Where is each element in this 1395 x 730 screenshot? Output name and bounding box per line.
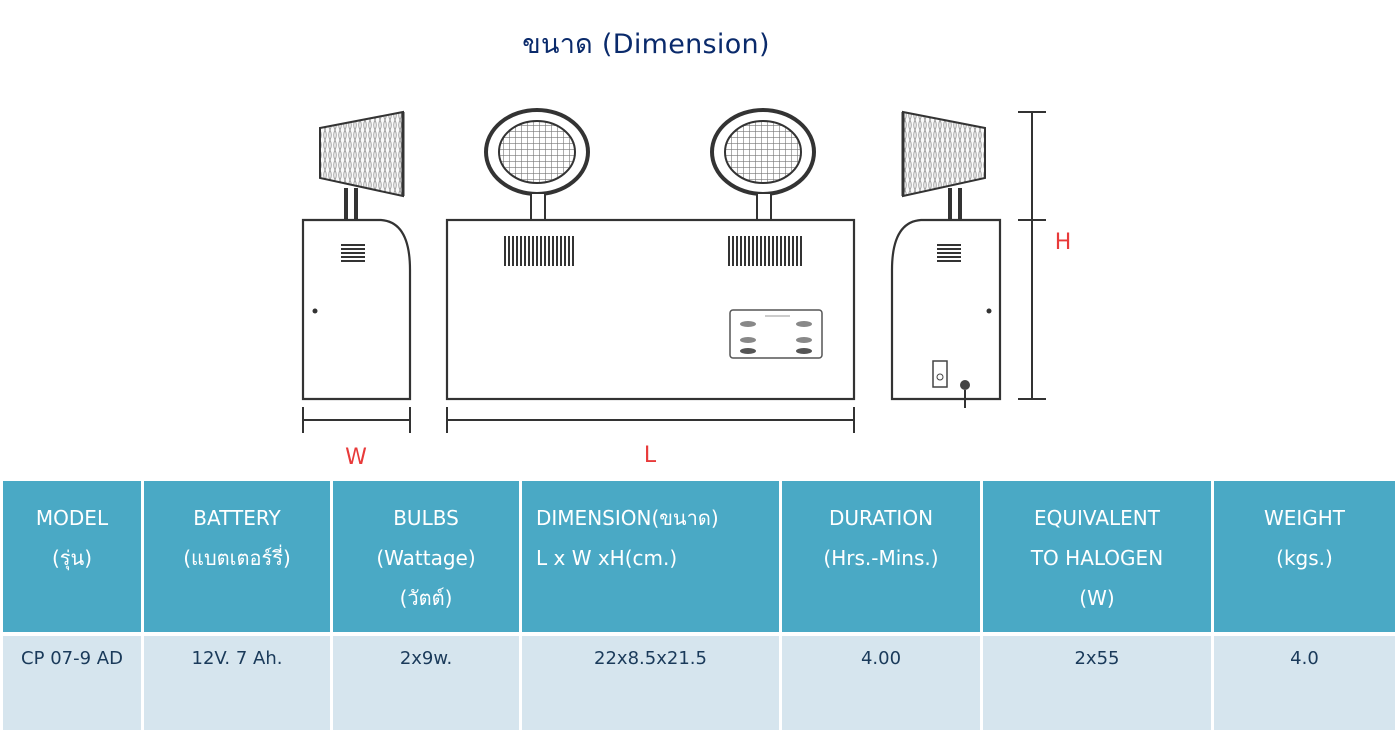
- lamp-head-right-side: [902, 110, 986, 198]
- header-duration: DURATION (Hrs.-Mins.): [782, 481, 980, 632]
- dimension-label-w: W: [345, 445, 367, 470]
- cell-model: CP 07-9 AD: [3, 636, 141, 730]
- cell-bulbs: 2x9w.: [333, 636, 519, 730]
- cell-equivalent-halogen: 2x55: [983, 636, 1211, 730]
- header-model: MODEL (รุ่น): [3, 481, 141, 632]
- cell-dimension: 22x8.5x21.5: [522, 636, 779, 730]
- spec-table: MODEL (รุ่น) BATTERY (แบตเตอร์รี่) BULBS…: [0, 481, 1395, 730]
- header-dimension: DIMENSION(ขนาด) L x W xH(cm.): [522, 481, 779, 632]
- housing-right-side: [890, 218, 1002, 401]
- dimension-h: [1018, 111, 1046, 400]
- control-panel: [729, 309, 823, 359]
- dimension-label-l: L: [644, 443, 657, 468]
- header-equivalent-halogen: EQUIVALENT TO HALOGEN (W): [983, 481, 1211, 632]
- dimension-label-h: H: [1055, 230, 1072, 255]
- product-dimension-diagram: W L H: [301, 108, 1072, 470]
- lamp-head-left-side: [319, 110, 404, 198]
- cell-weight: 4.0: [1214, 636, 1395, 730]
- lamp-head-front-right: [710, 108, 816, 221]
- cell-battery: 12V. 7 Ah.: [144, 636, 330, 730]
- page-title: ขนาด (Dimension): [522, 29, 770, 60]
- header-battery: BATTERY (แบตเตอร์รี่): [144, 481, 330, 632]
- housing-left-side: [301, 218, 412, 401]
- side-view-left: [301, 110, 412, 401]
- lamp-head-front-left: [484, 108, 590, 221]
- header-bulbs: BULBS (Wattage) (วัตต์): [333, 481, 519, 632]
- cell-duration: 4.00: [782, 636, 980, 730]
- side-view-right: [890, 110, 1002, 408]
- header-weight: WEIGHT (kgs.): [1214, 481, 1395, 632]
- dimension-l: [446, 407, 855, 433]
- table-row: CP 07-9 AD 12V. 7 Ah. 2x9w. 22x8.5x21.5 …: [3, 636, 1395, 730]
- front-view: [445, 108, 856, 401]
- dimension-w: [302, 407, 411, 433]
- dimension-lines: W L H: [302, 111, 1072, 470]
- spec-header-row: MODEL (รุ่น) BATTERY (แบตเตอร์รี่) BULBS…: [3, 481, 1395, 632]
